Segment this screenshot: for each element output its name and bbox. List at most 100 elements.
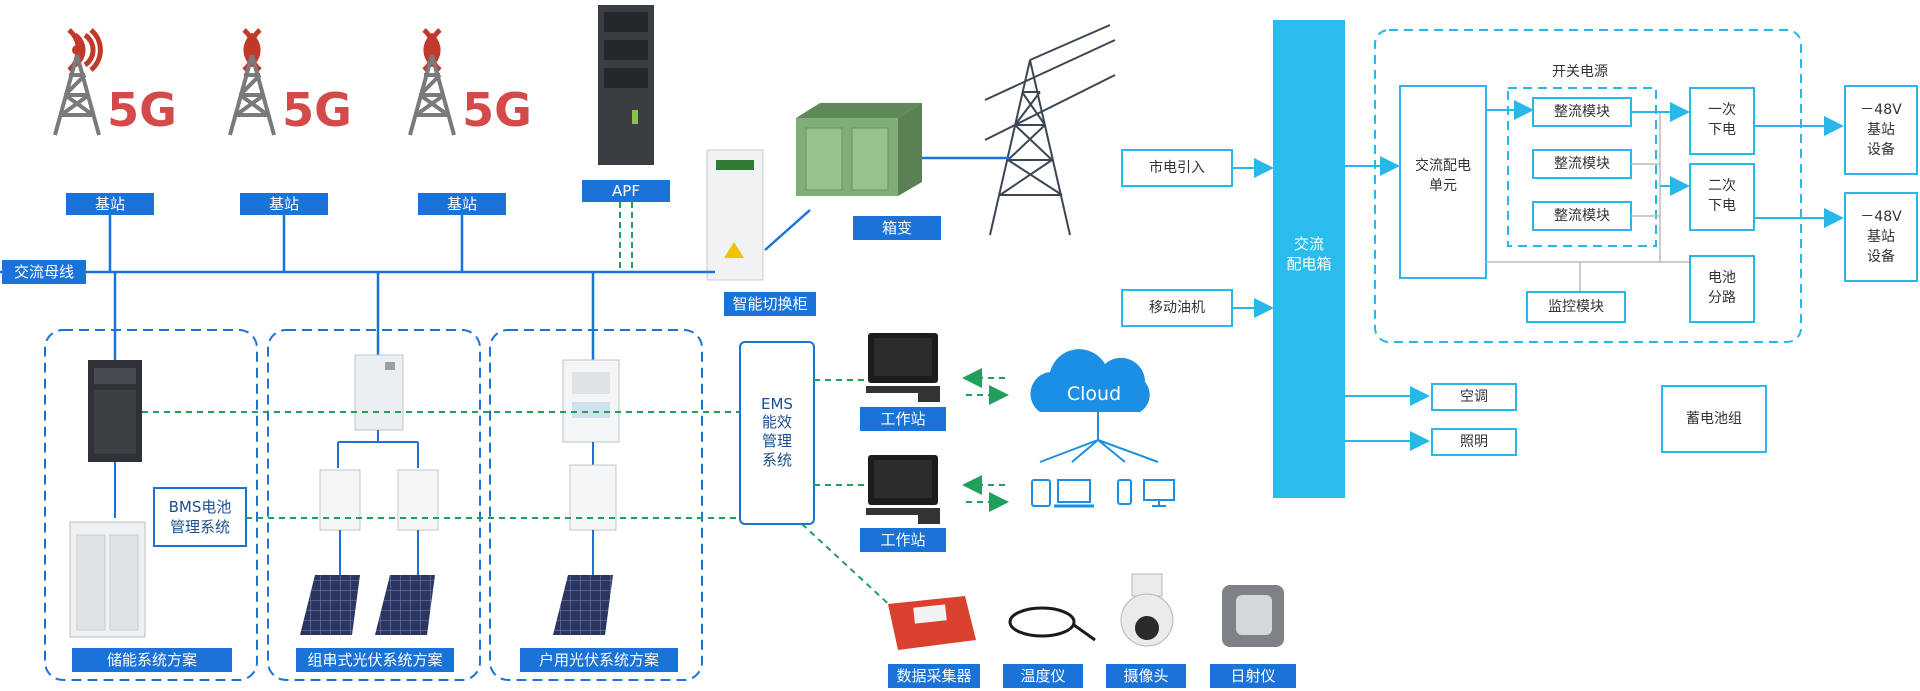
string-pv-solution-box [267, 329, 481, 681]
workstation-label-box [860, 407, 946, 431]
workstation-label-1: 工作站 [880, 410, 925, 428]
battery-branch-line2: 分路 [1708, 290, 1736, 306]
monitor-module-label: 监控模块 [1548, 299, 1604, 315]
camera-icon [1120, 573, 1174, 647]
air-conditioner-label: 空调 [1460, 389, 1488, 405]
rectifier-module-3: 整流模块 [1554, 208, 1610, 224]
base-station-label-1: 基站 [95, 195, 125, 213]
ac-distribution-unit-box [1399, 85, 1487, 279]
temperature-sensor-icon [1008, 606, 1096, 642]
rectifier-region [1507, 87, 1657, 247]
ems-line4: 系统 [762, 451, 792, 469]
ac-distribution-unit-line2: 单元 [1429, 178, 1457, 194]
primary-power-off-line1: 一次 [1708, 102, 1736, 118]
ems-line2: 能效 [762, 413, 792, 431]
lighting-box [1431, 428, 1517, 456]
ems-line1: EMS [761, 395, 793, 413]
tower-group-3: 5G [408, 28, 532, 137]
equipment-2-line1: －48V [1860, 209, 1902, 225]
cloud-label: Cloud [1067, 383, 1121, 405]
camera-label: 摄像头 [1123, 667, 1168, 685]
battery-pack-label: 蓄电池组 [1686, 411, 1742, 427]
battery-rack-icon [69, 521, 146, 638]
ems-line3: 管理 [762, 432, 792, 450]
sensor-label-box [1003, 664, 1083, 688]
box-transformer-label: 箱变 [882, 219, 912, 237]
rectifier-module-2: 整流模块 [1554, 156, 1610, 172]
equipment-1-line1: －48V [1860, 102, 1902, 118]
string-pv-label: 组串式光伏系统方案 [307, 651, 442, 669]
sensor-label-box [1210, 664, 1296, 688]
string-pv-label-box [296, 648, 454, 672]
meter-box-icon [562, 359, 620, 443]
equipment-1-line3: 设备 [1867, 141, 1895, 158]
bms-box [153, 487, 247, 547]
household-pv-solution-box [489, 329, 703, 681]
ac-distribution-line2: 配电箱 [1286, 255, 1331, 273]
smart-switch-cabinet-label-box [724, 292, 816, 316]
battery-pack-box [1661, 385, 1767, 453]
battery-branch-box [1689, 255, 1755, 323]
mobile-generator-label: 移动油机 [1149, 300, 1205, 316]
transmission-tower-icon [984, 24, 1116, 236]
equipment-2-line2: 基站 [1867, 228, 1895, 245]
workstation-label-2: 工作站 [880, 531, 925, 549]
smart-switch-cabinet-icon [706, 149, 764, 281]
workstation-label-box [860, 528, 946, 552]
base-station-label-3: 基站 [447, 195, 477, 213]
pyranometer-icon [1222, 585, 1284, 647]
base-station-label-box [240, 193, 328, 215]
base-station-label-2: 基站 [269, 195, 299, 213]
ac-distribution-box [1273, 20, 1345, 498]
5g-badge: 5G [282, 83, 352, 137]
temperature-sensor-label: 温度仪 [1020, 667, 1065, 685]
tower-icon [53, 28, 103, 136]
inverter-icon [569, 464, 617, 531]
base-station-label-box [418, 193, 506, 215]
tower-icon [228, 28, 276, 136]
primary-power-off-line2: 下电 [1708, 122, 1736, 138]
secondary-power-off-box [1689, 163, 1755, 231]
secondary-power-off-line2: 下电 [1708, 198, 1736, 214]
bms-label-line1: BMS电池 [169, 498, 232, 516]
ems-box [739, 341, 815, 525]
lighting-label: 照明 [1460, 434, 1488, 450]
battery-branch-line1: 电池 [1708, 270, 1736, 286]
rectifier-module-1: 整流模块 [1554, 104, 1610, 120]
5g-badge: 5G [107, 83, 177, 137]
sensor-label-box [888, 664, 980, 688]
solar-panel-icon [300, 575, 435, 635]
box-transformer-icon [796, 103, 922, 196]
apf-cabinet-icon [598, 5, 654, 165]
tower-group-2: 5G [228, 28, 352, 137]
household-pv-label-box [520, 648, 678, 672]
combiner-box-icon [354, 354, 404, 431]
ac-bus-label: 交流母线 [14, 263, 74, 281]
apf-label-box [582, 180, 670, 202]
ac-distribution-line1: 交流 [1294, 235, 1324, 253]
base-station-label-box [66, 193, 154, 215]
tower-icon [408, 28, 456, 136]
base-station-equipment-box-1 [1844, 85, 1918, 175]
monitor-module-box [1526, 291, 1626, 323]
box-transformer-label-box [853, 216, 941, 240]
storage-solution-label-box [72, 648, 232, 672]
equipment-2-line3: 设备 [1867, 248, 1895, 265]
secondary-power-off-line1: 二次 [1708, 178, 1736, 194]
cloud-icon [1030, 349, 1175, 508]
pcs-cabinet-icon [88, 360, 142, 462]
primary-power-off-box [1689, 87, 1755, 155]
5g-badge: 5G [462, 83, 532, 137]
mains-input-label: 市电引入 [1149, 159, 1205, 176]
solar-panel-icon [553, 575, 613, 635]
apf-label: APF [612, 182, 640, 200]
smart-switch-cabinet-label: 智能切换柜 [732, 295, 807, 313]
data-collector-icon [888, 596, 976, 650]
switch-power-label: 开关电源 [1552, 64, 1608, 80]
inverter-icon [319, 469, 439, 531]
workstation-icon [866, 333, 940, 402]
ac-distribution-unit-line1: 交流配电 [1415, 157, 1471, 174]
base-station-equipment-box-2 [1844, 192, 1918, 282]
storage-solution-box [44, 329, 258, 681]
equipment-1-line2: 基站 [1867, 121, 1895, 138]
